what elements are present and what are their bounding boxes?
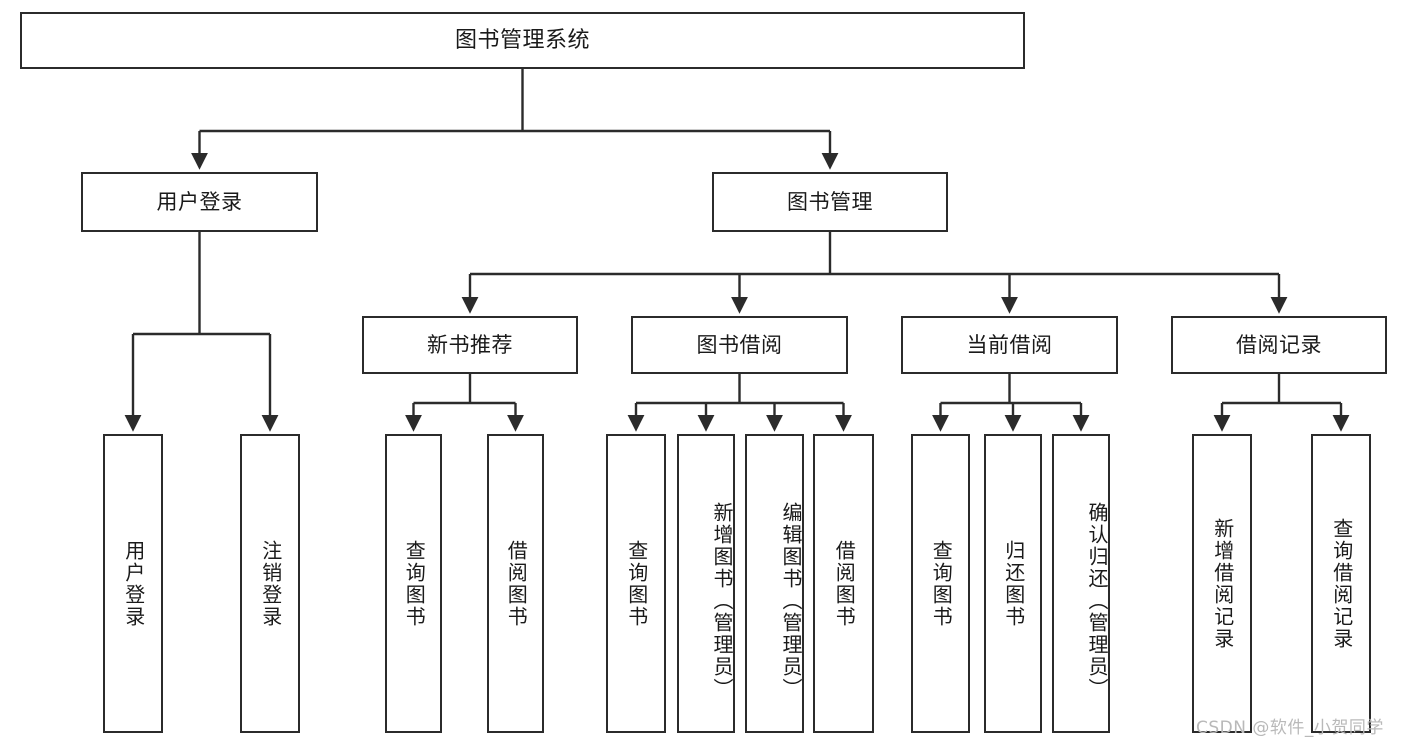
node-leaf-add-book-admin[interactable]: 新增图书（管理员） xyxy=(677,434,735,733)
node-label: 查询借阅记录 xyxy=(1329,517,1354,650)
csdn-watermark: CSDN @软件_小贺同学 xyxy=(1196,718,1384,738)
node-leaf-query-book-bor[interactable]: 查询图书 xyxy=(606,434,666,733)
node-label: 图书管理系统 xyxy=(454,27,590,53)
node-label: 图书管理 xyxy=(787,189,873,214)
node-leaf-borrow-book-rec[interactable]: 借阅图书 xyxy=(487,434,544,733)
node-label: 借阅记录 xyxy=(1236,332,1322,357)
node-leaf-user-logout[interactable]: 注销登录 xyxy=(240,434,300,733)
node-label: 借阅图书 xyxy=(832,539,857,628)
node-current-borrow[interactable]: 当前借阅 xyxy=(901,316,1118,374)
node-label: 归还图书 xyxy=(1001,539,1026,628)
node-label: 编辑图书（管理员） xyxy=(779,501,803,700)
node-user-login[interactable]: 用户登录 xyxy=(81,172,318,232)
node-label: 借阅图书 xyxy=(504,539,529,628)
node-leaf-query-book-rec[interactable]: 查询图书 xyxy=(385,434,442,733)
node-leaf-user-login[interactable]: 用户登录 xyxy=(103,434,163,733)
node-label: 用户登录 xyxy=(121,539,146,628)
node-label: 当前借阅 xyxy=(966,332,1053,357)
node-book-manage[interactable]: 图书管理 xyxy=(712,172,948,232)
node-label: 查询图书 xyxy=(402,539,427,628)
node-root-system[interactable]: 图书管理系统 xyxy=(20,12,1025,69)
node-label: 新增图书（管理员） xyxy=(710,501,734,700)
node-label: 查询图书 xyxy=(624,539,649,628)
node-leaf-confirm-return-admin[interactable]: 确认归还（管理员） xyxy=(1052,434,1110,733)
node-label: 确认归还（管理员） xyxy=(1085,501,1109,700)
node-label: 查询图书 xyxy=(929,539,954,628)
node-leaf-edit-book-admin[interactable]: 编辑图书（管理员） xyxy=(745,434,804,733)
node-label: 新增借阅记录 xyxy=(1210,517,1235,650)
node-book-borrow[interactable]: 图书借阅 xyxy=(631,316,848,374)
node-leaf-add-borrow-record[interactable]: 新增借阅记录 xyxy=(1192,434,1252,733)
node-label: 注销登录 xyxy=(258,539,283,628)
node-label: 新书推荐 xyxy=(427,332,513,357)
node-leaf-query-book-cur[interactable]: 查询图书 xyxy=(911,434,970,733)
node-leaf-return-book[interactable]: 归还图书 xyxy=(984,434,1042,733)
node-label: 用户登录 xyxy=(156,189,243,214)
node-new-book-recommend[interactable]: 新书推荐 xyxy=(362,316,578,374)
node-label: 图书借阅 xyxy=(696,332,783,357)
node-leaf-query-borrow-record[interactable]: 查询借阅记录 xyxy=(1311,434,1371,733)
node-leaf-borrow-book-bor[interactable]: 借阅图书 xyxy=(813,434,874,733)
node-borrow-record[interactable]: 借阅记录 xyxy=(1171,316,1387,374)
